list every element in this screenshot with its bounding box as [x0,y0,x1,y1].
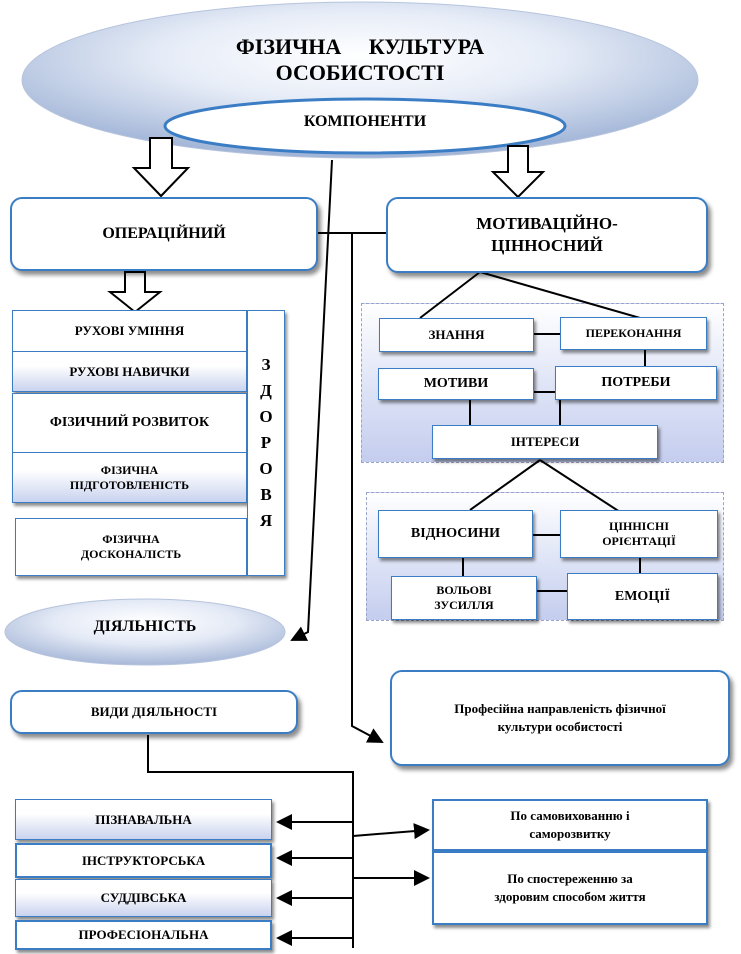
motivational-box: МОТИВАЦІЙНО- ЦІННОСНИЙ [386,197,708,273]
self-education-line-2: саморозвитку [529,826,611,841]
physical-perfection-box: ФІЗИЧНА ДОСКОНАЛІСТЬ [15,518,247,576]
instructor-activity-box: ІНСТРУКТОРСЬКА [15,843,272,878]
cognitive-activity-box: ПІЗНАВАЛЬНА [15,799,272,840]
arrow-to-skills [107,271,163,314]
healthy-lifestyle-line-2: здоровим способом життя [494,889,646,904]
emotions-label: ЕМОЦІЇ [614,588,671,604]
physical-development-label: ФІЗИЧНИЙ РОЗВИТОК [49,415,210,430]
value-orientations-line-1: ЦІННІСНІ [608,519,669,533]
title-line-2: ОСОБИСТОСТІ [275,60,445,85]
knowledge-label: ЗНАННЯ [428,327,485,342]
motor-skills-box: РУХОВІ УМІННЯ [12,310,247,352]
health-letter: Р [260,433,272,452]
arrow-to-operational [131,137,191,198]
needs-label: ПОТРЕБИ [601,375,671,390]
operational-label: ОПЕРАЦІЙНИЙ [102,225,226,242]
health-letter: Д [260,381,272,400]
interests-label: ІНТЕРЕСИ [510,434,580,449]
healthy-lifestyle-box: По спостереженню за здоровим способом жи… [432,851,708,925]
motor-habits-label: РУХОВІ НАВИЧКИ [69,363,190,379]
health-letter: Я [259,511,273,530]
health-letter: О [259,407,273,426]
professional-orientation-line-2: культури особистості [497,719,623,734]
health-letter: В [260,485,272,504]
health-letter: З [261,355,271,374]
instructor-activity-label: ІНСТРУКТОРСЬКА [81,852,206,868]
physical-preparedness-line-2: ПІДГОТОВЛЕНІСТЬ [69,477,190,492]
professional-activity-label: ПРОФЕСІОНАЛЬНА [78,927,209,942]
motives-box: МОТИВИ [378,368,534,400]
emotions-box: ЕМОЦІЇ [567,573,718,620]
health-vertical-box: З Д О Р О В Я [247,310,285,576]
needs-box: ПОТРЕБИ [555,366,717,400]
professional-orientation-line-1: Професійна направленість фізичної [454,701,666,716]
activity-label: ДІЯЛЬНІСТЬ [93,618,197,635]
relations-box: ВІДНОСИНИ [378,510,533,558]
professional-activity-box: ПРОФЕСІОНАЛЬНА [15,920,272,950]
interests-box: ІНТЕРЕСИ [432,425,658,459]
motor-habits-box: РУХОВІ НАВИЧКИ [12,352,247,392]
arrow-to-motivational [490,145,546,199]
physical-preparedness-box: ФІЗИЧНА ПІДГОТОВЛЕНІСТЬ [12,453,247,503]
convictions-box: ПЕРЕКОНАННЯ [560,317,707,350]
value-orientations-line-2: ОРІЄНТАЦІЇ [602,534,676,548]
physical-development-box: ФІЗИЧНИЙ РОЗВИТОК [12,393,247,453]
self-education-line-1: По самовихованню і [510,808,630,823]
activity-types-box: ВИДИ ДІЯЛЬНОСТІ [10,690,298,734]
referee-activity-label: СУДДІВСЬКА [100,890,187,905]
activity-ellipse [4,598,286,666]
operational-box: ОПЕРАЦІЙНИЙ [10,197,318,271]
physical-perfection-line-2: ДОСКОНАЛІСТЬ [80,547,182,561]
components-label: КОМПОНЕНТИ [303,113,427,130]
motor-skills-label: РУХОВІ УМІННЯ [74,323,185,338]
cognitive-activity-label: ПІЗНАВАЛЬНА [95,811,192,827]
volitional-efforts-box: ВОЛЬОВІ ЗУСИЛЛЯ [391,576,537,620]
professional-orientation-box: Професійна направленість фізичної культу… [390,670,730,766]
diagram-title: ФІЗИЧНА КУЛЬТУРА ОСОБИСТОСТІ [140,34,580,86]
title-line-1: ФІЗИЧНА КУЛЬТУРА [235,34,485,59]
components-ellipse [163,97,567,155]
convictions-label: ПЕРЕКОНАННЯ [585,326,682,340]
physical-perfection-line-1: ФІЗИЧНА [102,532,160,546]
referee-activity-box: СУДДІВСЬКА [15,879,272,917]
healthy-lifestyle-line-1: По спостереженню за [507,871,633,886]
self-education-box: По самовихованню і саморозвитку [432,799,708,851]
value-orientations-box: ЦІННІСНІ ОРІЄНТАЦІЇ [560,510,718,558]
motivational-label-line-2: ЦІННОСНИЙ [491,236,603,255]
physical-preparedness-line-1: ФІЗИЧНА [100,462,159,477]
volitional-efforts-line-1: ВОЛЬОВІ [436,583,492,597]
knowledge-box: ЗНАННЯ [379,318,534,352]
activity-types-label: ВИДИ ДІЯЛЬНОСТІ [90,704,218,719]
volitional-efforts-line-2: ЗУСИЛЛЯ [434,598,494,612]
relations-label: ВІДНОСИНИ [410,526,501,541]
motives-label: МОТИВИ [423,376,489,391]
health-letter: О [259,459,273,478]
motivational-label-line-1: МОТИВАЦІЙНО- [476,214,618,233]
